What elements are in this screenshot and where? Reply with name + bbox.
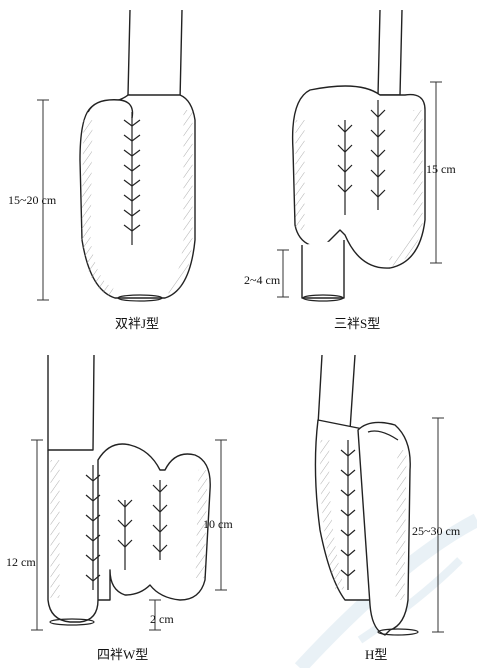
- s-pouch-diagram: [277, 10, 442, 301]
- j-measure-label: 15~20 cm: [8, 193, 57, 207]
- w-caption: 四袢W型: [97, 647, 148, 662]
- h-measure-label: 25~30 cm: [412, 524, 461, 538]
- w-measure-right-label: 10 cm: [203, 517, 233, 531]
- h-caption: H型: [365, 647, 387, 662]
- w-measure-stub-label: 2 cm: [150, 612, 174, 626]
- s-measure-main-label: 15 cm: [426, 162, 456, 176]
- w-pouch-diagram: [31, 355, 227, 630]
- j-pouch-diagram: [37, 10, 195, 301]
- s-measure-stub-label: 2~4 cm: [244, 273, 281, 287]
- w-measure-left-label: 12 cm: [6, 555, 36, 569]
- s-caption: 三袢S型: [334, 316, 380, 331]
- j-caption: 双袢J型: [115, 316, 159, 331]
